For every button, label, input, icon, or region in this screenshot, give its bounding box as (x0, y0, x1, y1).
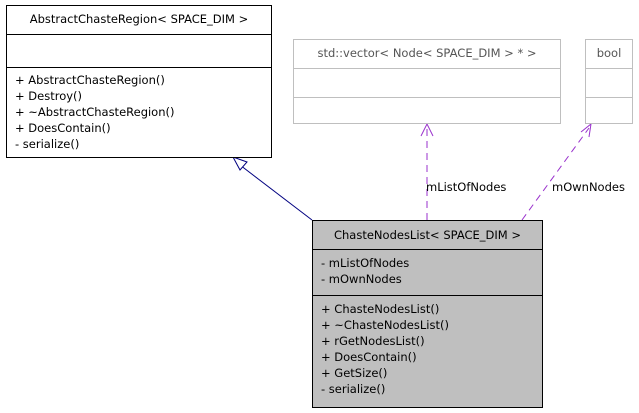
attributes-compartment (7, 34, 271, 67)
edge-label-own-nodes: mOwnNodes (552, 180, 625, 194)
own-nodes-arrowhead (580, 122, 592, 138)
list-of-nodes-arrowhead (420, 122, 434, 137)
methods-compartment: + ChasteNodesList() + ~ChasteNodesList()… (313, 295, 542, 407)
class-bool[interactable]: bool (585, 39, 633, 124)
method-item: + rGetNodesList() (321, 334, 425, 348)
class-name: AbstractChasteRegion< SPACE_DIM > (29, 12, 249, 26)
attribute-item: - mOwnNodes (321, 272, 402, 286)
class-chaste-nodes-list[interactable]: ChasteNodesList< SPACE_DIM > - mListOfNo… (312, 220, 543, 408)
class-std-vector[interactable]: std::vector< Node< SPACE_DIM > * > (293, 39, 561, 124)
class-name-compartment: std::vector< Node< SPACE_DIM > * > (294, 40, 560, 68)
class-name-compartment: bool (586, 40, 632, 68)
method-item: + ChasteNodesList() (321, 302, 440, 316)
method-item: + Destroy() (15, 89, 83, 103)
edge-label-list-of-nodes: mListOfNodes (426, 180, 507, 194)
method-item: + ~ChasteNodesList() (321, 318, 449, 332)
methods-compartment (294, 97, 560, 123)
class-name: ChasteNodesList< SPACE_DIM > (333, 228, 521, 242)
attribute-item: - mListOfNodes (321, 256, 410, 270)
method-item: + AbstractChasteRegion() (15, 73, 165, 87)
method-item: + GetSize() (321, 366, 388, 380)
method-item: + DoesContain() (15, 121, 111, 135)
methods-compartment: + AbstractChasteRegion() + Destroy() + ~… (7, 67, 271, 157)
class-name-compartment: AbstractChasteRegion< SPACE_DIM > (7, 6, 271, 34)
class-abstract-chaste-region[interactable]: AbstractChasteRegion< SPACE_DIM > + Abst… (6, 5, 272, 158)
attributes-compartment (294, 68, 560, 97)
method-item: - serialize() (321, 382, 386, 396)
methods-compartment (586, 97, 632, 123)
method-item: + DoesContain() (321, 350, 417, 364)
class-name: bool (596, 46, 622, 60)
attributes-compartment: - mListOfNodes - mOwnNodes (313, 249, 542, 295)
class-name-compartment: ChasteNodesList< SPACE_DIM > (313, 221, 542, 249)
method-item: - serialize() (15, 137, 80, 151)
inheritance-arrowhead (231, 156, 248, 171)
class-name: std::vector< Node< SPACE_DIM > * > (317, 46, 537, 60)
method-item: + ~AbstractChasteRegion() (15, 105, 175, 119)
inheritance-edge (239, 164, 313, 221)
attributes-compartment (586, 68, 632, 97)
own-nodes-edge (521, 127, 590, 221)
